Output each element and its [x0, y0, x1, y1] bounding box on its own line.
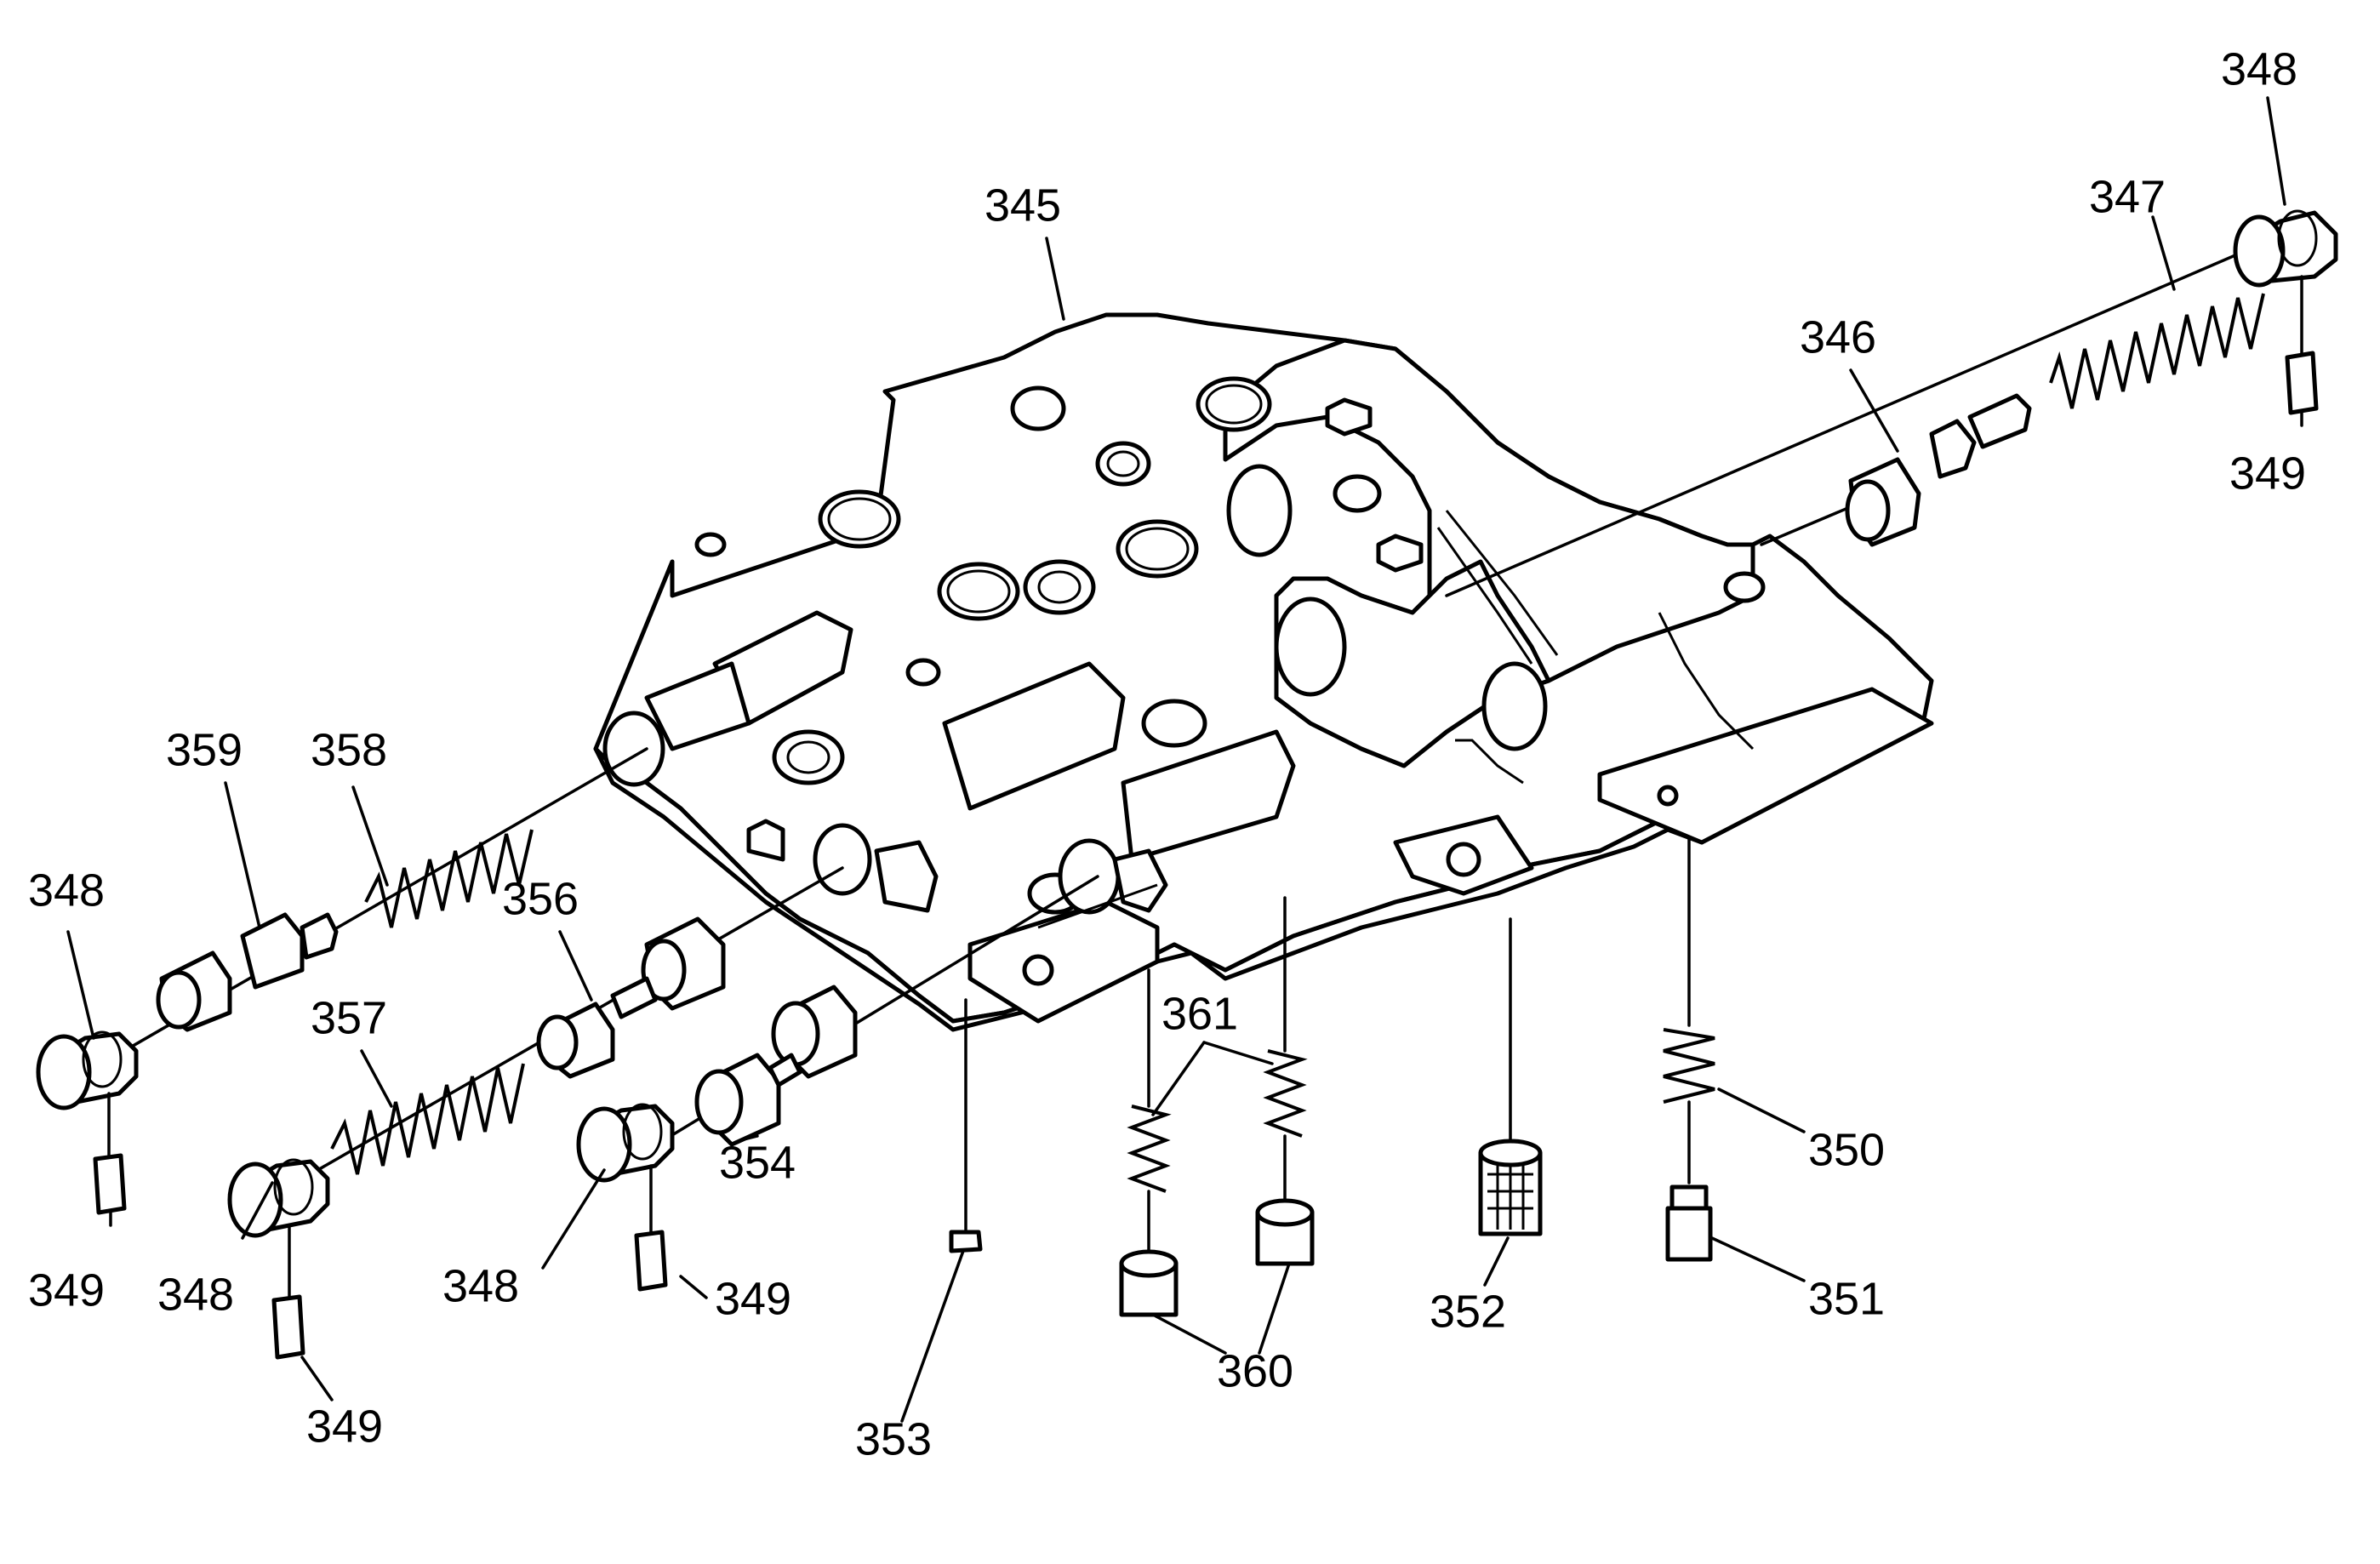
clip-349-mid: [271, 1294, 305, 1360]
callout-360: 360: [1217, 1345, 1293, 1396]
callout-348-lower: 348: [442, 1260, 519, 1311]
leader-lines: [66, 96, 2303, 1423]
callout-347: 347: [2089, 171, 2166, 222]
callout-350: 350: [1808, 1124, 1885, 1175]
spring-350: [1663, 1028, 1715, 1104]
callout-361: 361: [1161, 988, 1238, 1039]
callout-345: 345: [985, 180, 1061, 231]
clip-349-lower: [634, 1230, 668, 1292]
left-upper-valve-train: [36, 747, 648, 1215]
right-valve-train: [1445, 209, 2338, 597]
left-middle-valve-train: [227, 866, 844, 1360]
callout-351: 351: [1808, 1273, 1885, 1324]
spring-357: [330, 1063, 525, 1175]
plug-351: [1665, 1206, 1713, 1262]
callout-349-mid: 349: [306, 1401, 383, 1452]
spring-361-left: [1127, 1105, 1172, 1193]
callout-352: 352: [1430, 1286, 1506, 1337]
plug-353: [949, 1230, 983, 1253]
callout-348-top-right: 348: [2221, 43, 2297, 94]
bottom-parts: [949, 836, 1715, 1317]
left-lower-valve-train: [576, 875, 1099, 1292]
callout-348-left: 348: [28, 865, 105, 916]
callout-348-mid: 348: [157, 1269, 234, 1320]
callout-349-lower: 349: [715, 1273, 791, 1324]
callout-356: 356: [502, 873, 579, 924]
callout-labels: 345 346 347 348 349 359 358 348 356 357 …: [28, 43, 2306, 1464]
callout-354: 354: [719, 1137, 796, 1188]
callout-358: 358: [311, 724, 387, 775]
callout-349-left: 349: [28, 1264, 105, 1316]
callout-359: 359: [166, 724, 243, 775]
clip-349-left: [93, 1153, 127, 1215]
spring-361-right: [1263, 1049, 1308, 1138]
callout-357: 357: [311, 992, 387, 1043]
callout-346: 346: [1800, 311, 1876, 362]
spring-358: [364, 829, 534, 928]
spring-347: [2049, 293, 2265, 409]
callout-349-top-right: 349: [2229, 448, 2306, 499]
callout-353: 353: [855, 1413, 932, 1464]
clip-349-right: [2285, 351, 2319, 415]
valve-body-345: [593, 312, 1934, 1032]
